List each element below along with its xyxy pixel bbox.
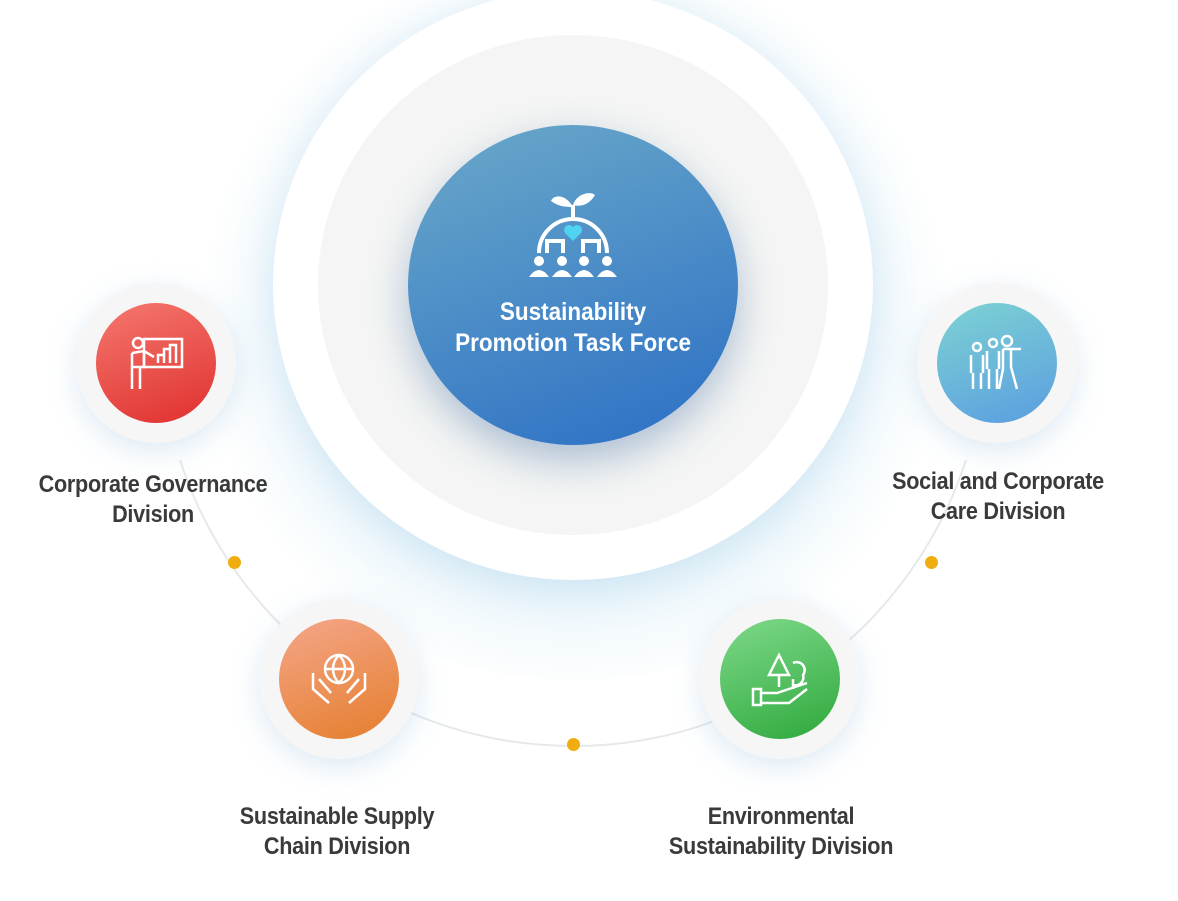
- supply-node: [279, 619, 399, 739]
- people-globe-plant-icon: [529, 193, 617, 277]
- governance-label: Corporate Governance Division: [18, 470, 288, 530]
- environment-node: [720, 619, 840, 739]
- supply-label: Sustainable Supply Chain Division: [202, 802, 472, 862]
- social-node: [937, 303, 1057, 423]
- center-node: Sustainability Promotion Task Force: [408, 125, 738, 445]
- environment-label: Environmental Sustainability Division: [646, 802, 916, 862]
- social-label-line1: Social and Corporate: [892, 468, 1104, 495]
- environment-label-line1: Environmental: [707, 803, 855, 830]
- hands-globe-icon: [311, 653, 367, 704]
- governance-node: [96, 303, 216, 423]
- accent-dot-right: [925, 556, 938, 569]
- social-label-line2: Care Division: [930, 498, 1066, 525]
- governance-label-line2: Division: [112, 501, 194, 528]
- supply-label-line2: Chain Division: [263, 833, 411, 860]
- supply-label-line1: Sustainable Supply: [239, 803, 435, 830]
- presentation-chart-icon: [130, 336, 184, 389]
- accent-dot-bottom: [567, 738, 580, 751]
- accent-dot-left: [228, 556, 241, 569]
- center-title-line1: Sustainability: [499, 298, 647, 326]
- governance-label-line1: Corporate Governance: [38, 471, 268, 498]
- environment-label-line2: Sustainability Division: [668, 833, 894, 860]
- social-label: Social and Corporate Care Division: [863, 467, 1133, 527]
- center-title-line2: Promotion Task Force: [455, 329, 691, 357]
- group-people-icon: [969, 334, 1021, 390]
- hand-trees-icon: [751, 652, 808, 707]
